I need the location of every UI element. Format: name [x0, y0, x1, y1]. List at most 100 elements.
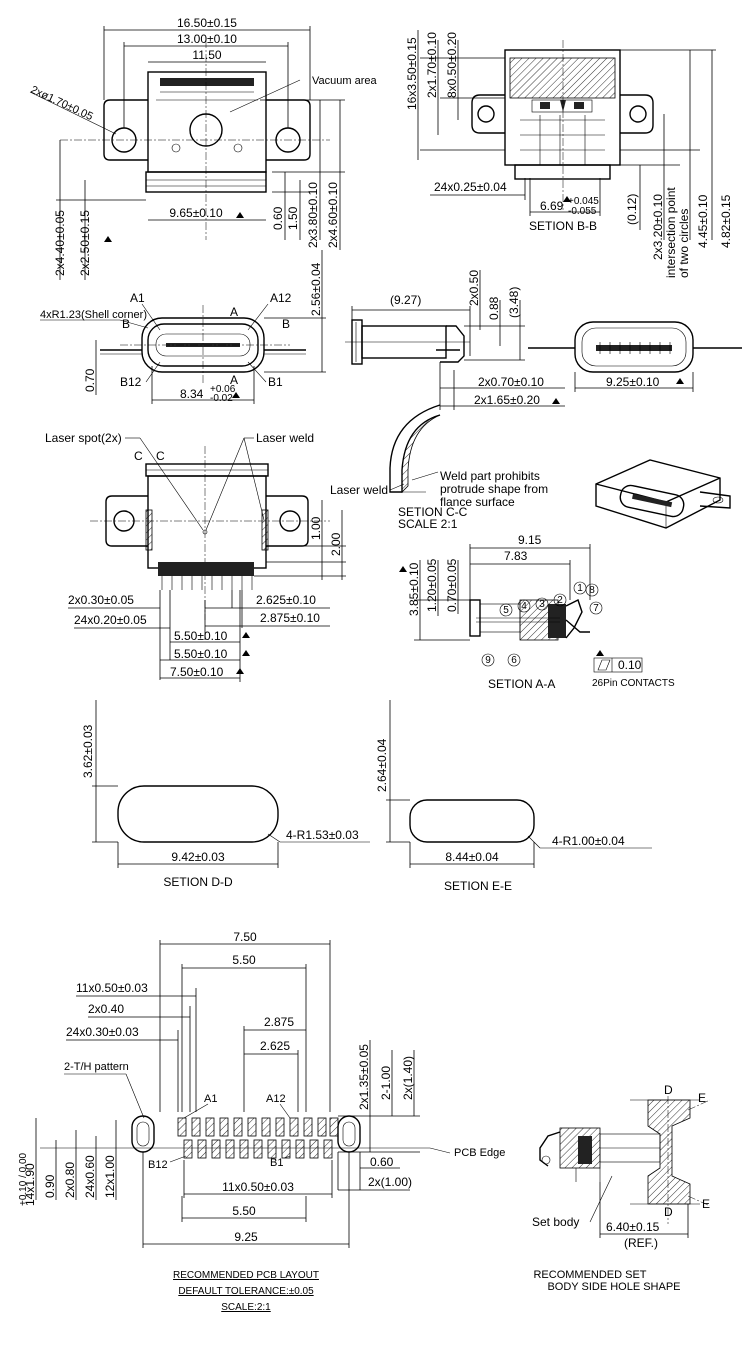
dim-440: 2x4.40±0.05 [53, 210, 67, 276]
dim-aa-783: 7.83 [504, 549, 528, 563]
dim-pcb-190-tol: +0.10 / 0.00 [18, 1152, 29, 1206]
top-view: 16.50±0.15 13.00±0.10 11.50 Vacuum area … [29, 16, 377, 280]
dim-side-070: 2x0.70±0.10 [478, 375, 544, 389]
label-c-left: C [134, 449, 143, 463]
dim-aa-915: 9.15 [518, 533, 542, 547]
dim-bb-445: 4.45±0.10 [696, 194, 710, 248]
dim-060: 0.60 [271, 206, 285, 230]
label-contacts: 26Pin CONTACTS [592, 678, 675, 689]
dim-pcb-550b: 5.50 [232, 1204, 256, 1218]
bottom-pins [158, 562, 254, 590]
dim-pcb-925: 9.25 [234, 1230, 258, 1244]
caption-pcb-1: RECOMMENDED PCB LAYOUT [173, 1270, 319, 1281]
dim-front-256: 2.56±0.04 [309, 262, 323, 316]
dim-side-050: 2x0.50 [467, 270, 481, 306]
dim-pcb-24x060: 24x0.60 [83, 1155, 97, 1198]
dim-bb-025: 24x0.25±0.04 [434, 180, 507, 194]
dim-side-927: (9.27) [390, 293, 421, 307]
dim-bottom-750: 7.50±0.10 [170, 665, 224, 679]
dim-end-925: 9.25±0.10 [606, 375, 660, 389]
label-pcb-edge: PCB Edge [454, 1147, 505, 1159]
label-scale-cc: SCALE 2:1 [398, 517, 458, 531]
dim-bb-350: 16x3.50±0.15 [405, 37, 419, 110]
pcb-pads-bottom [183, 1139, 333, 1159]
dim-pcb-190: 14x1.90 [23, 1163, 37, 1206]
dim-side-088: 0.88 [487, 296, 501, 320]
section-dd: 3.62±0.03 9.42±0.03 4-R1.53±0.03 SETION … [81, 700, 370, 889]
dim-bottom-030: 2x0.30±0.05 [68, 593, 134, 607]
pcb-pads-top [177, 1117, 339, 1137]
dim-460: 2x4.60±0.10 [326, 182, 340, 248]
dim-pcb-550: 5.50 [232, 953, 256, 967]
dim-pcb-135: 2x1.35±0.05 [357, 1044, 371, 1110]
label-a1-front: A1 [130, 291, 145, 305]
dim-set-640: 6.40±0.15 [606, 1220, 660, 1234]
dim-150: 1.50 [286, 206, 300, 230]
caption-set-1: RECOMMENDED SET [533, 1269, 646, 1281]
label-pcb-b1: B1 [270, 1157, 283, 1169]
dim-pcb-090: 0.90 [43, 1174, 57, 1198]
dim-pcb-24x030: 24x0.30±0.03 [66, 1025, 139, 1039]
weld-detail: Weld part prohibits protrude shape from … [330, 404, 548, 531]
dim-top-body: 11.50 [192, 48, 221, 62]
dim-dd-942: 9.42±0.03 [171, 850, 225, 864]
dim-ee-844: 8.44±0.04 [445, 850, 499, 864]
dim-top-inner: 13.00±0.10 [177, 32, 237, 46]
dim-pcb-080: 2x0.80 [63, 1162, 77, 1198]
callout-4: 4 [521, 601, 527, 612]
note-weld-2: protrude shape from [440, 482, 548, 496]
label-shell-corner: 4xR1.23(Shell corner) [40, 309, 147, 321]
label-b-left: B [122, 317, 130, 331]
top-pins [160, 78, 254, 93]
callout-3: 3 [539, 599, 545, 610]
dim-ee-r100: 4-R1.00±0.04 [552, 834, 625, 848]
caption-pcb-3: SCALE:2:1 [221, 1302, 271, 1313]
side-view: (9.27) 2x0.50 0.88 (3.48) 2x0.70±0.10 2x… [345, 270, 565, 410]
label-a-bottom: A [230, 373, 238, 387]
dim-aa-120: 1.20±0.05 [425, 558, 439, 612]
dim-front-070: 0.70 [83, 368, 97, 392]
label-b-right: B [282, 317, 290, 331]
front-view: 4xR1.23(Shell corner) A1 A A12 B B B12 B… [40, 250, 326, 404]
dim-set-ref: (REF.) [624, 1236, 658, 1250]
dim-top-width: 16.50±0.15 [177, 16, 237, 30]
callout-6: 6 [511, 655, 517, 666]
dim-pcb-11x050: 11x0.50±0.03 [76, 981, 148, 995]
dim-bb-669-minus: -0.055 [568, 206, 597, 217]
dim-bb-669: 6.69 [540, 199, 564, 213]
section-aa: 9.15 7.83 3.85±0.10 1.20±0.05 0.70±0.05 … [399, 533, 675, 691]
dim-front-834-plus: +0.06 [210, 384, 236, 395]
label-section-bb: SETION B-B [529, 219, 597, 233]
set-hole-detail: D D E E Set body 6.40±0.15 (REF.) RECOMM… [532, 1083, 711, 1293]
dim-bottom-200: 2.00 [329, 532, 343, 556]
flatness-value: 0.10 [618, 658, 642, 672]
callout-9: 9 [485, 655, 491, 666]
label-section-cc: SETION C-C [398, 505, 468, 519]
label-laser-spot: Laser spot(2x) [45, 431, 122, 445]
label-pcb-a12: A12 [266, 1093, 286, 1105]
dim-bottom-550a: 5.50±0.10 [174, 629, 228, 643]
label-b12-front: B12 [120, 375, 142, 389]
label-pcb-a1: A1 [204, 1093, 217, 1105]
label-laser-weld-cc: Laser weld [330, 483, 388, 497]
label-b1-front: B1 [268, 375, 283, 389]
dim-380: 2x3.80±0.10 [306, 182, 320, 248]
label-e-top: E [698, 1091, 706, 1105]
dim-bottom-020: 24x0.20±0.05 [74, 613, 147, 627]
end-pins [599, 342, 671, 354]
note-weld-1: Weld part prohibits [440, 469, 540, 483]
callout-7: 7 [593, 603, 599, 614]
dim-aa-385: 3.85±0.10 [407, 562, 421, 616]
label-a-top: A [230, 305, 238, 319]
section-bb: 16x3.50±0.15 2x1.70±0.10 8x0.50±0.20 24x… [405, 30, 733, 278]
label-section-ee: SETION E-E [444, 879, 512, 893]
right-vertical-dims [260, 99, 345, 250]
dim-pcb-2625: 2.625 [260, 1039, 290, 1053]
dim-bottom-100: 1.00 [309, 516, 323, 540]
label-section-dd: SETION D-D [163, 875, 233, 889]
pcb-layout: PCB Edge 7.50 5.50 11x0.50±0.03 2x0.40 2… [18, 930, 505, 1313]
dim-bb-170: 2x1.70±0.10 [425, 32, 439, 98]
dim-bb-669-plus: +0.045 [568, 196, 599, 207]
dim-bb-050: 8x0.50±0.20 [445, 32, 459, 98]
